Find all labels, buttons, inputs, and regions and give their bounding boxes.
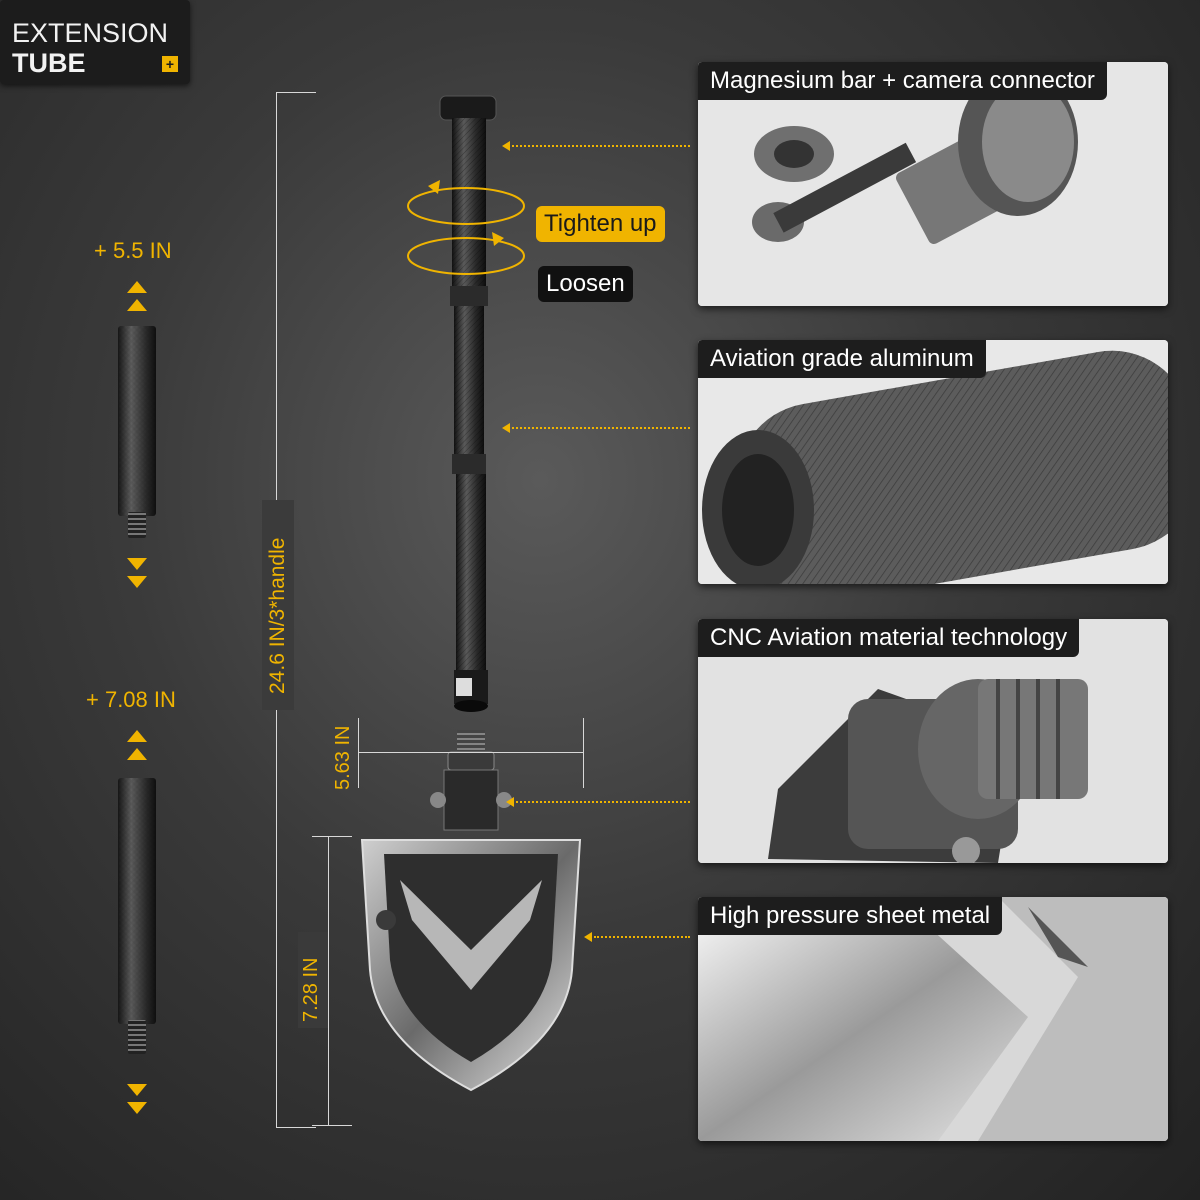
panel-title: CNC Aviation material technology [698, 619, 1080, 657]
blade-length-label: 7.28 IN [300, 957, 322, 1022]
panel-sheet-metal: High pressure sheet metal [698, 897, 1168, 1141]
arrow-down-icon [127, 576, 147, 588]
leader-line [512, 145, 690, 147]
dimension-label-bg [262, 500, 294, 710]
leader-arrow-icon [506, 797, 514, 807]
panel-aviation-aluminum: Aviation grade aluminum [698, 340, 1168, 584]
extension-tube-long [118, 778, 156, 1024]
total-length-label: 24.6 IN/3*handle [266, 537, 289, 694]
shovel-illustration [360, 95, 582, 1092]
dimension-label-bg [298, 932, 328, 1028]
loosen-label: Loosen [538, 266, 633, 302]
magnesium-bar-image [698, 62, 1168, 306]
blade-dimension-line [328, 836, 329, 1126]
extension-2-label: + 7.08 IN [86, 687, 176, 712]
arrow-down-icon [127, 1102, 147, 1114]
arrow-down-icon [127, 558, 147, 570]
arrow-down-icon [127, 1084, 147, 1096]
rotation-arrows [407, 180, 525, 275]
dimension-tick [276, 1127, 316, 1128]
panel-title: Magnesium bar + camera connector [698, 62, 1107, 100]
leader-arrow-icon [502, 423, 510, 433]
sheet-metal-image [698, 897, 1168, 1141]
leader-arrow-icon [584, 932, 592, 942]
badge-line1: EXTENSION [12, 18, 169, 48]
extension-tube-short [118, 326, 156, 516]
tube-thread [128, 512, 146, 538]
dimension-tick [583, 718, 584, 788]
arrow-up-icon [127, 281, 147, 293]
plus-icon: + [162, 56, 178, 72]
dimension-tick [312, 1125, 352, 1126]
tube-thread [128, 1020, 146, 1054]
leader-line [594, 936, 690, 938]
leader-line [516, 801, 690, 803]
dimension-tick [276, 92, 316, 93]
arrow-up-icon [127, 299, 147, 311]
panel-magnesium-bar: Magnesium bar + camera connector [698, 62, 1168, 306]
neck-dimension-line [358, 752, 584, 753]
panel-title: High pressure sheet metal [698, 897, 1003, 935]
badge-line2: TUBE [12, 48, 86, 78]
panel-title: Aviation grade aluminum [698, 340, 986, 378]
leader-arrow-icon [502, 141, 510, 151]
panel-cnc-technology: CNC Aviation material technology [698, 619, 1168, 863]
tighten-up-label: Tighten up [536, 206, 665, 242]
extension-tube-badge: EXTENSION TUBE + [0, 0, 190, 84]
arrow-up-icon [127, 730, 147, 742]
arrow-up-icon [127, 748, 147, 760]
extension-1-label: + 5.5 IN [94, 238, 172, 263]
cnc-hinge-image [698, 619, 1168, 863]
leader-line [512, 427, 690, 429]
dimension-tick [312, 836, 352, 837]
aluminum-tube-image [698, 340, 1168, 584]
dimension-tick [358, 718, 359, 788]
neck-length-label: 5.63 IN [332, 725, 354, 790]
